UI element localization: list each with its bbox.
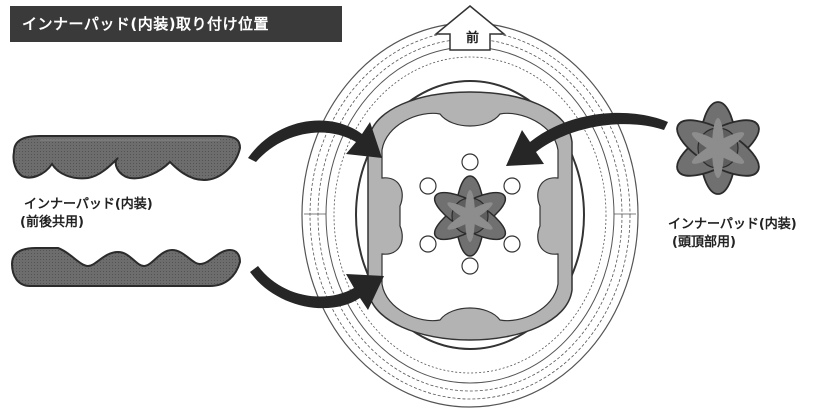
side-pad-sublabel: (前後共用) (20, 215, 84, 230)
diagram-title: インナーパッド(内装)取り付け位置 (22, 15, 270, 33)
front-marker-label: 前 (466, 31, 480, 46)
installed-top-pad (433, 175, 507, 257)
arrow-lower-left (250, 266, 384, 310)
title-bar (10, 6, 342, 42)
vent-holes (419, 153, 521, 275)
arrow-right (506, 112, 668, 166)
side-pad-lower (10, 247, 242, 287)
side-pad-upper (12, 135, 242, 182)
top-pad-label: インナーパッド(内装) (668, 217, 797, 232)
top-pad-standalone (676, 101, 760, 195)
top-pad-sublabel: (頭頂部用) (672, 235, 736, 250)
front-arrow-marker (433, 5, 507, 51)
side-pad-label: インナーパッド(内装) (24, 197, 153, 212)
arrow-upper-left (248, 120, 382, 162)
